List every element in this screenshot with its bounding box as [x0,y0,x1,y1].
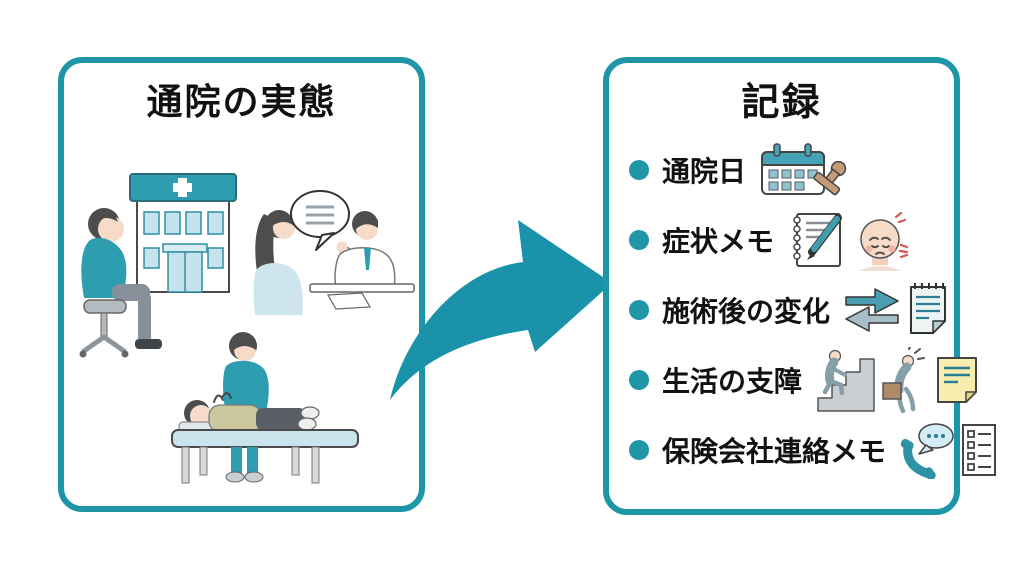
record-item-post-treatment-change: 施術後の変化 [629,275,954,345]
bullet-icon [629,370,649,390]
clinic-visit-illustration [79,173,415,484]
record-list: 通院日 [609,125,997,485]
sticky-note-icon [937,357,978,403]
record-item-label: 症状メモ [662,226,775,257]
speech-bubble-icon [290,190,350,251]
record-item-daily-life-impact: 生活の支障 [629,345,978,415]
notepad-icon [910,283,947,334]
record-item-icons [814,347,980,413]
hospital-building-illustration [129,173,237,293]
waiting-patient-illustration [79,208,162,358]
record-item-icons [786,209,909,271]
phone-speech-icon [900,423,954,479]
record-item-icons [758,140,850,200]
right-panel-title: 記録 [741,82,822,124]
bullet-icon [629,440,649,460]
record-item-label: 施術後の変化 [662,296,831,327]
record-item-label: 保険会社連絡メモ [662,436,887,467]
record-item-symptom-memo: 症状メモ [629,205,954,275]
manual-treatment-illustration [171,332,359,484]
doctor-illustration [334,211,396,289]
record-item-label: 生活の支障 [662,366,803,397]
checklist-icon [962,424,997,476]
bullet-icon [629,160,649,180]
stairs-climb-icon [817,349,875,412]
right-panel: 記録 通院日 [603,57,997,515]
calendar-stamp-icon [761,143,847,196]
record-item-visit-day: 通院日 [629,135,954,205]
left-panel: 通院の実態 [58,57,425,512]
pained-face-icon [859,211,909,271]
box-carry-icon [882,347,926,413]
two-way-arrows-icon [845,288,899,332]
notebook-pen-icon [793,213,843,267]
record-item-insurer-contact-memo: 保険会社連絡メモ [629,415,997,485]
record-item-icons [842,279,951,341]
left-panel-title: 通院の実態 [146,81,337,122]
doctor-consultation-illustration [253,190,415,315]
bullet-icon [629,230,649,250]
record-item-label: 通院日 [662,156,747,187]
bullet-icon [629,300,649,320]
flow-arrow-icon [390,220,612,400]
record-item-icons [898,421,999,479]
